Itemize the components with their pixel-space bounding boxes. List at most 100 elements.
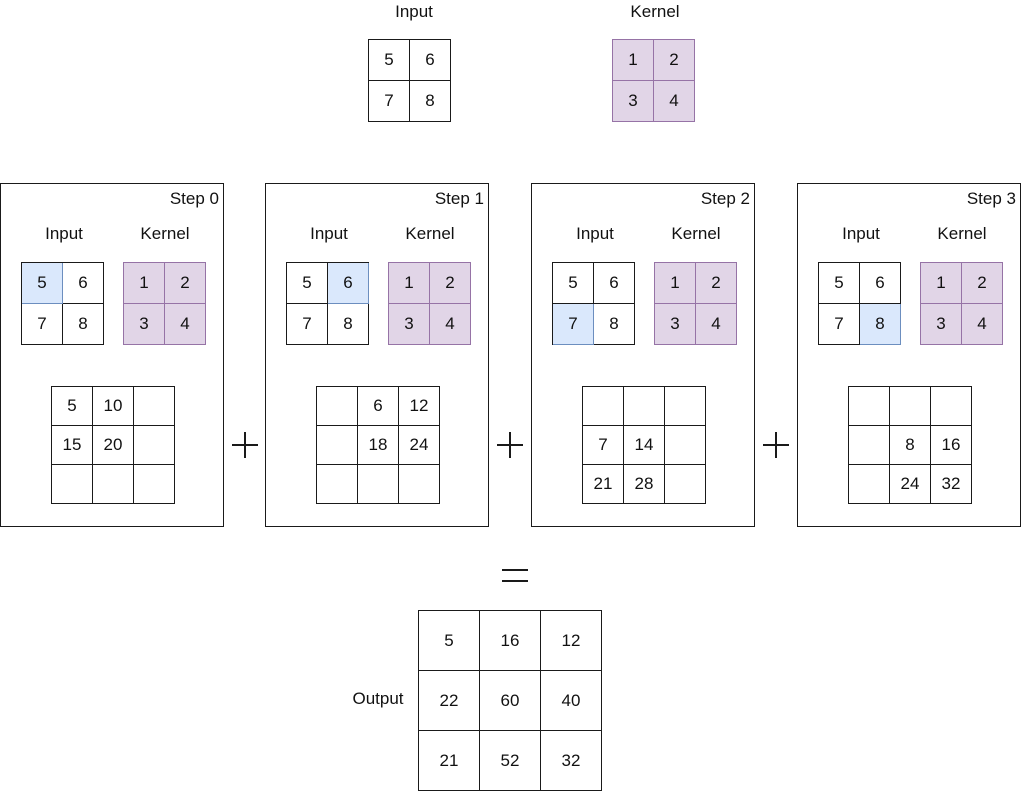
result-cell: 28 xyxy=(624,465,665,504)
kernel-cell: 2 xyxy=(165,263,206,304)
kernel-cell: 3 xyxy=(124,304,165,345)
step-kernel-label: Kernel xyxy=(671,224,721,243)
result-cell xyxy=(134,426,175,465)
kernel-cell: 4 xyxy=(696,304,737,345)
step-title: Step 3 xyxy=(966,189,1016,208)
output-cell: 12 xyxy=(541,611,602,671)
output-cell: 5 xyxy=(419,611,480,671)
result-cell xyxy=(317,465,358,504)
matrix-cell: 6 xyxy=(594,263,635,304)
result-cell: 10 xyxy=(93,387,134,426)
equals-icon xyxy=(502,569,528,583)
kernel-cell: 4 xyxy=(165,304,206,345)
result-cell: 16 xyxy=(931,426,972,465)
result-cell xyxy=(317,426,358,465)
top-input-matrix: 5 6 7 8 xyxy=(368,39,451,122)
result-cell: 7 xyxy=(583,426,624,465)
matrix-cell: 8 xyxy=(63,304,104,345)
result-cell: 8 xyxy=(890,426,931,465)
kernel-cell: 2 xyxy=(696,263,737,304)
top-input-label: Input xyxy=(395,2,433,21)
result-cell xyxy=(624,387,665,426)
result-cell: 12 xyxy=(399,387,440,426)
result-cell xyxy=(358,465,399,504)
result-cell xyxy=(849,426,890,465)
matrix-cell: 8 xyxy=(594,304,635,345)
matrix-cell: 5 xyxy=(369,40,410,81)
kernel-cell: 4 xyxy=(962,304,1003,345)
kernel-cell: 3 xyxy=(389,304,430,345)
result-cell: 24 xyxy=(399,426,440,465)
output-cell: 22 xyxy=(419,671,480,731)
highlighted-input-cell: 5 xyxy=(22,263,63,304)
result-cell: 32 xyxy=(931,465,972,504)
top-kernel-label: Kernel xyxy=(630,2,680,21)
result-cell xyxy=(665,465,706,504)
matrix-cell: 7 xyxy=(287,304,328,345)
step-title: Step 0 xyxy=(169,189,219,208)
step-title: Step 2 xyxy=(700,189,750,208)
step-input-label: Input xyxy=(576,224,614,243)
kernel-cell: 1 xyxy=(655,263,696,304)
output-cell: 21 xyxy=(419,731,480,791)
matrix-cell: 7 xyxy=(369,81,410,122)
kernel-cell: 1 xyxy=(613,40,654,81)
step-title: Step 1 xyxy=(434,189,484,208)
result-cell: 14 xyxy=(624,426,665,465)
result-cell: 5 xyxy=(52,387,93,426)
result-cell xyxy=(52,465,93,504)
output-matrix: 5 16 12 22 60 40 21 52 32 xyxy=(418,610,602,791)
highlighted-input-cell: 8 xyxy=(860,304,901,345)
result-cell xyxy=(890,387,931,426)
top-kernel-matrix: 1 2 3 4 xyxy=(612,39,695,122)
highlighted-input-cell: 6 xyxy=(328,263,369,304)
step-input-label: Input xyxy=(45,224,83,243)
output-cell: 60 xyxy=(480,671,541,731)
kernel-cell: 1 xyxy=(124,263,165,304)
plus-icon xyxy=(497,432,523,458)
result-cell xyxy=(849,387,890,426)
output-cell: 16 xyxy=(480,611,541,671)
step-kernel-label: Kernel xyxy=(140,224,190,243)
matrix-cell: 5 xyxy=(553,263,594,304)
result-cell: 15 xyxy=(52,426,93,465)
step-kernel-label: Kernel xyxy=(405,224,455,243)
kernel-cell: 2 xyxy=(430,263,471,304)
output-label: Output xyxy=(352,689,404,708)
result-cell xyxy=(93,465,134,504)
plus-icon xyxy=(763,432,789,458)
result-cell xyxy=(665,426,706,465)
result-cell xyxy=(931,387,972,426)
highlighted-input-cell: 7 xyxy=(553,304,594,345)
kernel-cell: 3 xyxy=(921,304,962,345)
matrix-cell: 6 xyxy=(63,263,104,304)
kernel-cell: 3 xyxy=(655,304,696,345)
matrix-cell: 5 xyxy=(287,263,328,304)
result-cell: 18 xyxy=(358,426,399,465)
kernel-cell: 1 xyxy=(921,263,962,304)
matrix-cell: 5 xyxy=(819,263,860,304)
result-cell xyxy=(849,465,890,504)
matrix-cell: 8 xyxy=(410,81,451,122)
matrix-cell: 6 xyxy=(410,40,451,81)
matrix-cell: 7 xyxy=(22,304,63,345)
plus-icon xyxy=(232,432,258,458)
kernel-cell: 2 xyxy=(962,263,1003,304)
result-cell: 24 xyxy=(890,465,931,504)
result-cell: 20 xyxy=(93,426,134,465)
result-cell xyxy=(134,387,175,426)
